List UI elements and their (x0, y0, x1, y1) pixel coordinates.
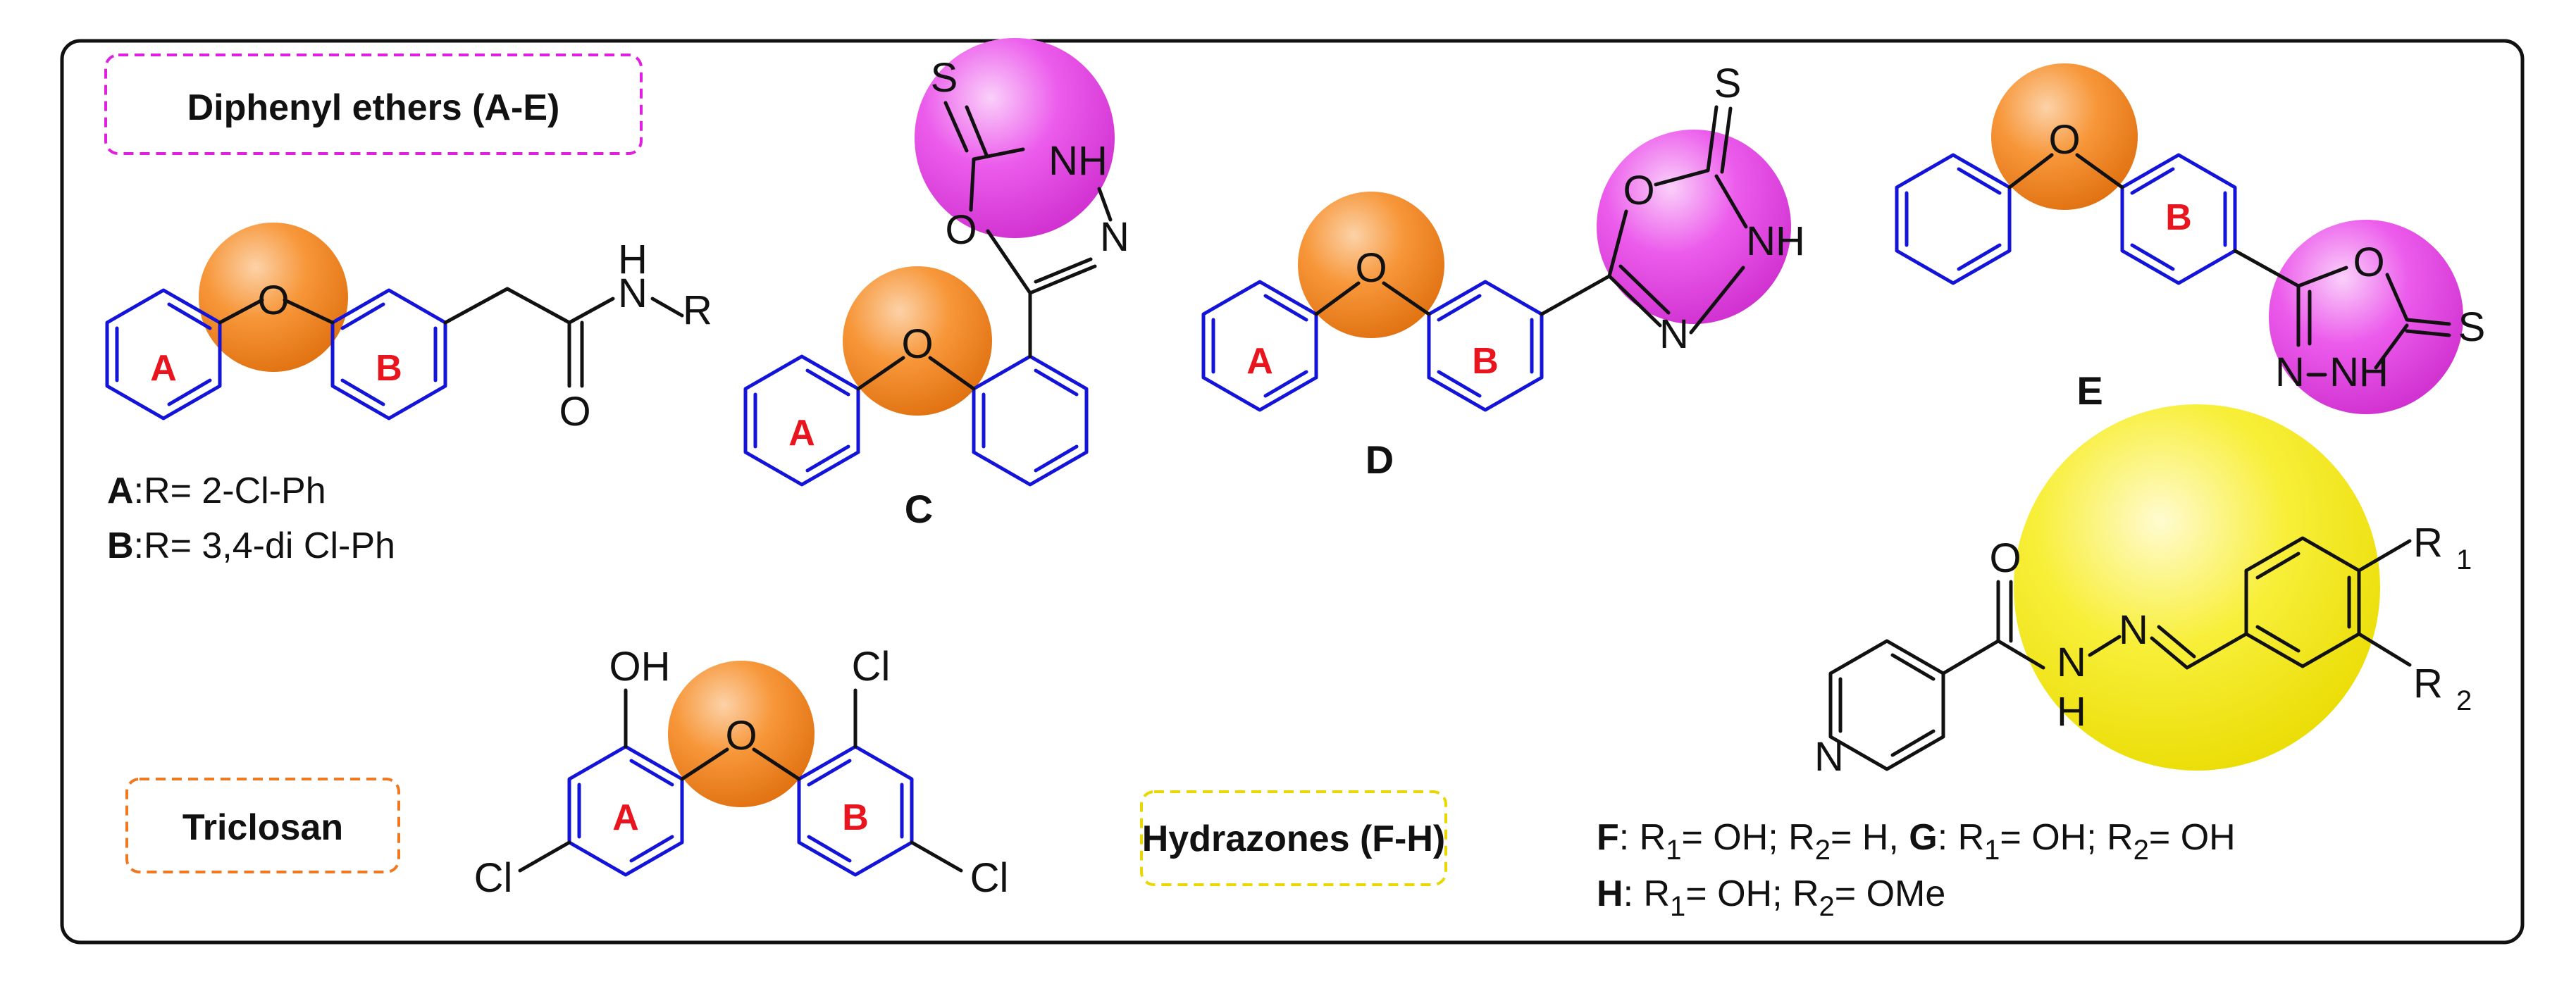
compound-c-label: C (905, 487, 933, 531)
ring-label-a: A (150, 348, 177, 389)
svg-text:OH: OH (609, 644, 671, 690)
svg-text:B: B (2165, 197, 2192, 238)
svg-text:A: A (788, 413, 815, 454)
svg-text:O: O (725, 713, 757, 759)
svg-text:R: R (2413, 520, 2443, 566)
triclosan-box: Triclosan (125, 778, 400, 873)
svg-text:S: S (2458, 304, 2486, 350)
outer-frame (60, 39, 2525, 945)
hydrazones-box: Hydrazones (F-H) (1140, 790, 1447, 886)
svg-text:O: O (901, 321, 933, 367)
svg-text:Cl: Cl (474, 855, 513, 901)
compound-ab-structure: O O N H R A B (105, 223, 712, 435)
key-compound-f-g: F: R1= OH; R2= H, G: R1= OH; R2= OH (1597, 817, 2236, 866)
svg-text:N: N (2275, 349, 2305, 395)
svg-text:O: O (1623, 168, 1654, 213)
compound-e-label: E (2076, 368, 2103, 413)
hydrazone-structure: N O N H N R 1 R 2 (1814, 404, 2472, 780)
svg-text:S: S (931, 55, 958, 101)
svg-text:1: 1 (2456, 544, 2472, 575)
oxadiazole-sphere-icon (915, 38, 1115, 238)
svg-text:O: O (559, 389, 590, 435)
diphenyl-ethers-box: Diphenyl ethers (A-E) (104, 54, 643, 155)
diphenyl-ethers-title: Diphenyl ethers (A-E) (187, 87, 560, 128)
svg-text:A: A (612, 797, 639, 838)
svg-text:O: O (1989, 535, 2021, 581)
ether-sphere-icon (668, 661, 815, 807)
svg-text:O: O (1355, 245, 1387, 291)
compound-c-structure: O O S NH N A C (743, 38, 1129, 531)
svg-text:H: H (2057, 689, 2086, 735)
svg-text:NH: NH (1048, 138, 1108, 184)
svg-text:N: N (618, 270, 648, 316)
triclosan-structure: O OH Cl Cl Cl A B (474, 644, 1009, 901)
svg-text:H: H (618, 237, 648, 282)
svg-text:R: R (683, 287, 712, 333)
svg-text:O: O (2048, 117, 2080, 163)
svg-text:N: N (1814, 734, 1844, 780)
svg-text:O: O (945, 207, 977, 253)
ether-sphere-icon (199, 223, 348, 372)
key-compound-h: H: R1= OH; R2= OMe (1597, 873, 1945, 922)
oxadiazole-sphere-icon (2269, 220, 2463, 414)
svg-text:S: S (1714, 61, 1742, 106)
svg-text:B: B (842, 797, 869, 838)
svg-text:Cl: Cl (852, 644, 891, 690)
svg-text:N: N (2119, 607, 2148, 653)
triclosan-title: Triclosan (182, 807, 343, 848)
svg-text:N: N (1100, 214, 1129, 260)
svg-text:N: N (2057, 640, 2086, 685)
oxadiazole-sphere-icon (1597, 130, 1791, 324)
compound-e-structure: O O S N NH B E (1895, 63, 2486, 414)
svg-text:2: 2 (2456, 685, 2472, 716)
hydrazones-title: Hydrazones (F-H) (1142, 818, 1445, 859)
compound-d-structure: O O S NH N A B D (1201, 61, 1805, 482)
svg-text:N: N (1659, 311, 1689, 357)
svg-text:Cl: Cl (970, 855, 1009, 901)
key-compound-b: B:R= 3,4-di Cl-Ph (107, 525, 395, 566)
svg-text:NH: NH (2329, 349, 2389, 395)
svg-text:R: R (2413, 661, 2443, 706)
svg-text:O: O (2353, 239, 2384, 285)
svg-text:B: B (1472, 341, 1499, 382)
svg-text:A: A (1246, 341, 1273, 382)
ring-label-b: B (376, 348, 402, 389)
ether-sphere-icon (843, 266, 992, 416)
svg-text:NH: NH (1746, 218, 1805, 264)
hydrazone-sphere-icon (2014, 404, 2380, 771)
compound-d-label: D (1366, 437, 1394, 482)
svg-text:O: O (257, 278, 289, 323)
key-compound-a: A:R= 2-Cl-Ph (107, 471, 326, 511)
